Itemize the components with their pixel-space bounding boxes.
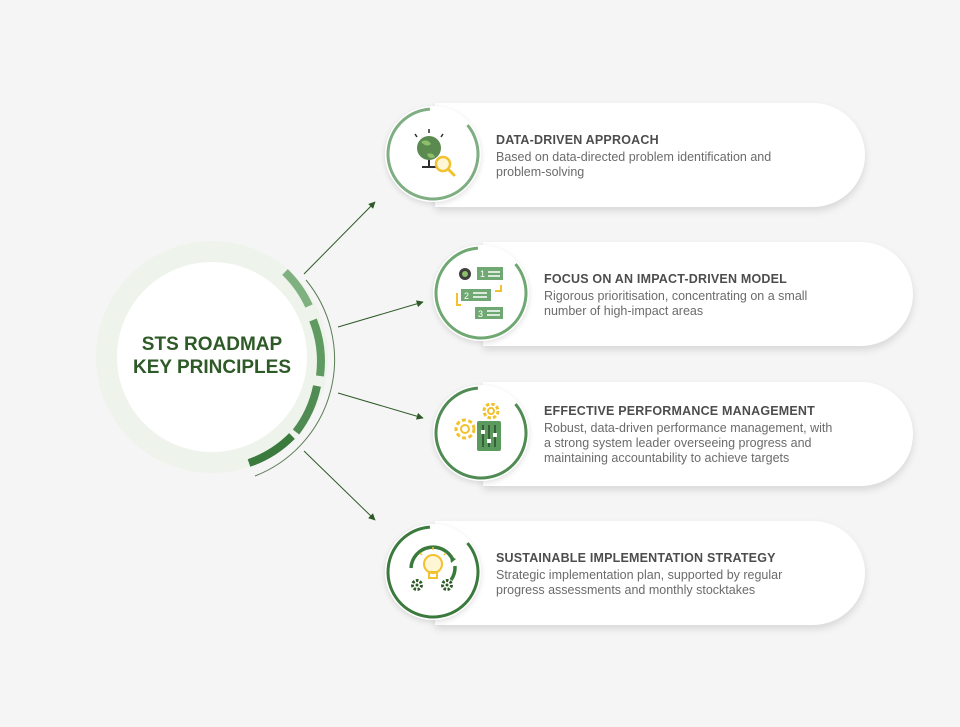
principle-desc-1-line-1: Based on data-directed problem identific… [496, 150, 772, 164]
hub-title-line-1: STS ROADMAP [141, 334, 283, 355]
principle-desc-3: Robust, data-driven performance manageme… [544, 421, 832, 466]
principle-desc-2: Rigorous prioritisation, concentrating o… [544, 289, 807, 319]
principle-title-4: SUSTAINABLE IMPLEMENTATION STRATEGY [496, 551, 776, 565]
principle-card-performance [483, 382, 913, 486]
connector-arrow-4 [303, 450, 376, 521]
list-badge-1: 1 [480, 269, 485, 279]
principle-icon-disc-4 [385, 524, 481, 620]
principle-card-data-driven [435, 103, 865, 207]
hub-arc-segment-2 [309, 318, 325, 377]
gears-controls-icon [454, 403, 501, 451]
principle-desc-3-line-3: maintaining accountability to achieve ta… [544, 451, 790, 465]
principle-desc-4-line-1: Strategic implementation plan, supported… [496, 568, 783, 582]
connector-arrow-2 [337, 300, 424, 328]
principle-title-2: FOCUS ON AN IMPACT-DRIVEN MODEL [544, 272, 788, 286]
principle-icon-disc-2: 1 2 3 [433, 245, 529, 341]
principle-desc-1-line-2: problem-solving [496, 165, 585, 179]
priority-list-icon: 1 2 3 [456, 267, 503, 319]
connector-arrow-1 [303, 201, 376, 275]
hub-inner-circle [117, 262, 307, 452]
principle-desc-4-line-2: progress assessments and monthly stockta… [496, 583, 756, 597]
icon-ring-1 [386, 107, 480, 201]
list-badge-3: 3 [478, 309, 483, 319]
icon-ring-3 [434, 386, 528, 480]
hub-title: STS ROADMAP KEY PRINCIPLES [112, 333, 312, 379]
principle-card-sustainable [435, 521, 865, 625]
hub-arc-segment-3 [292, 385, 321, 435]
principle-desc-4: Strategic implementation plan, supported… [496, 568, 782, 598]
principle-title-1: DATA-DRIVEN APPROACH [496, 133, 659, 147]
principle-desc-3-line-2: a strong system leader overseeing progre… [544, 436, 812, 450]
principle-desc-1: Based on data-directed problem identific… [496, 150, 771, 180]
principle-icon-disc-3 [433, 385, 529, 481]
hub-thin-arc [254, 279, 335, 477]
principle-icon-disc-1 [385, 106, 481, 202]
hub-arc-segment-1 [282, 269, 313, 308]
hub-title-line-2: KEY PRINCIPLES [132, 357, 292, 378]
principle-card-impact-driven [483, 242, 913, 346]
icon-ring-4 [386, 525, 480, 619]
principle-title-3: EFFECTIVE PERFORMANCE MANAGEMENT [544, 404, 815, 418]
icon-ring-2 [434, 246, 528, 340]
hub-arc-segment-4 [247, 433, 295, 467]
lightbulb-cycle-icon [409, 545, 457, 591]
globe-magnifier-icon [414, 129, 456, 177]
principle-desc-2-line-1: Rigorous prioritisation, concentrating o… [544, 289, 808, 303]
list-badge-2: 2 [464, 291, 469, 301]
connector-arrow-3 [337, 392, 424, 420]
principle-desc-3-line-1: Robust, data-driven performance manageme… [544, 421, 833, 435]
principle-desc-2-line-2: number of high-impact areas [544, 304, 704, 318]
